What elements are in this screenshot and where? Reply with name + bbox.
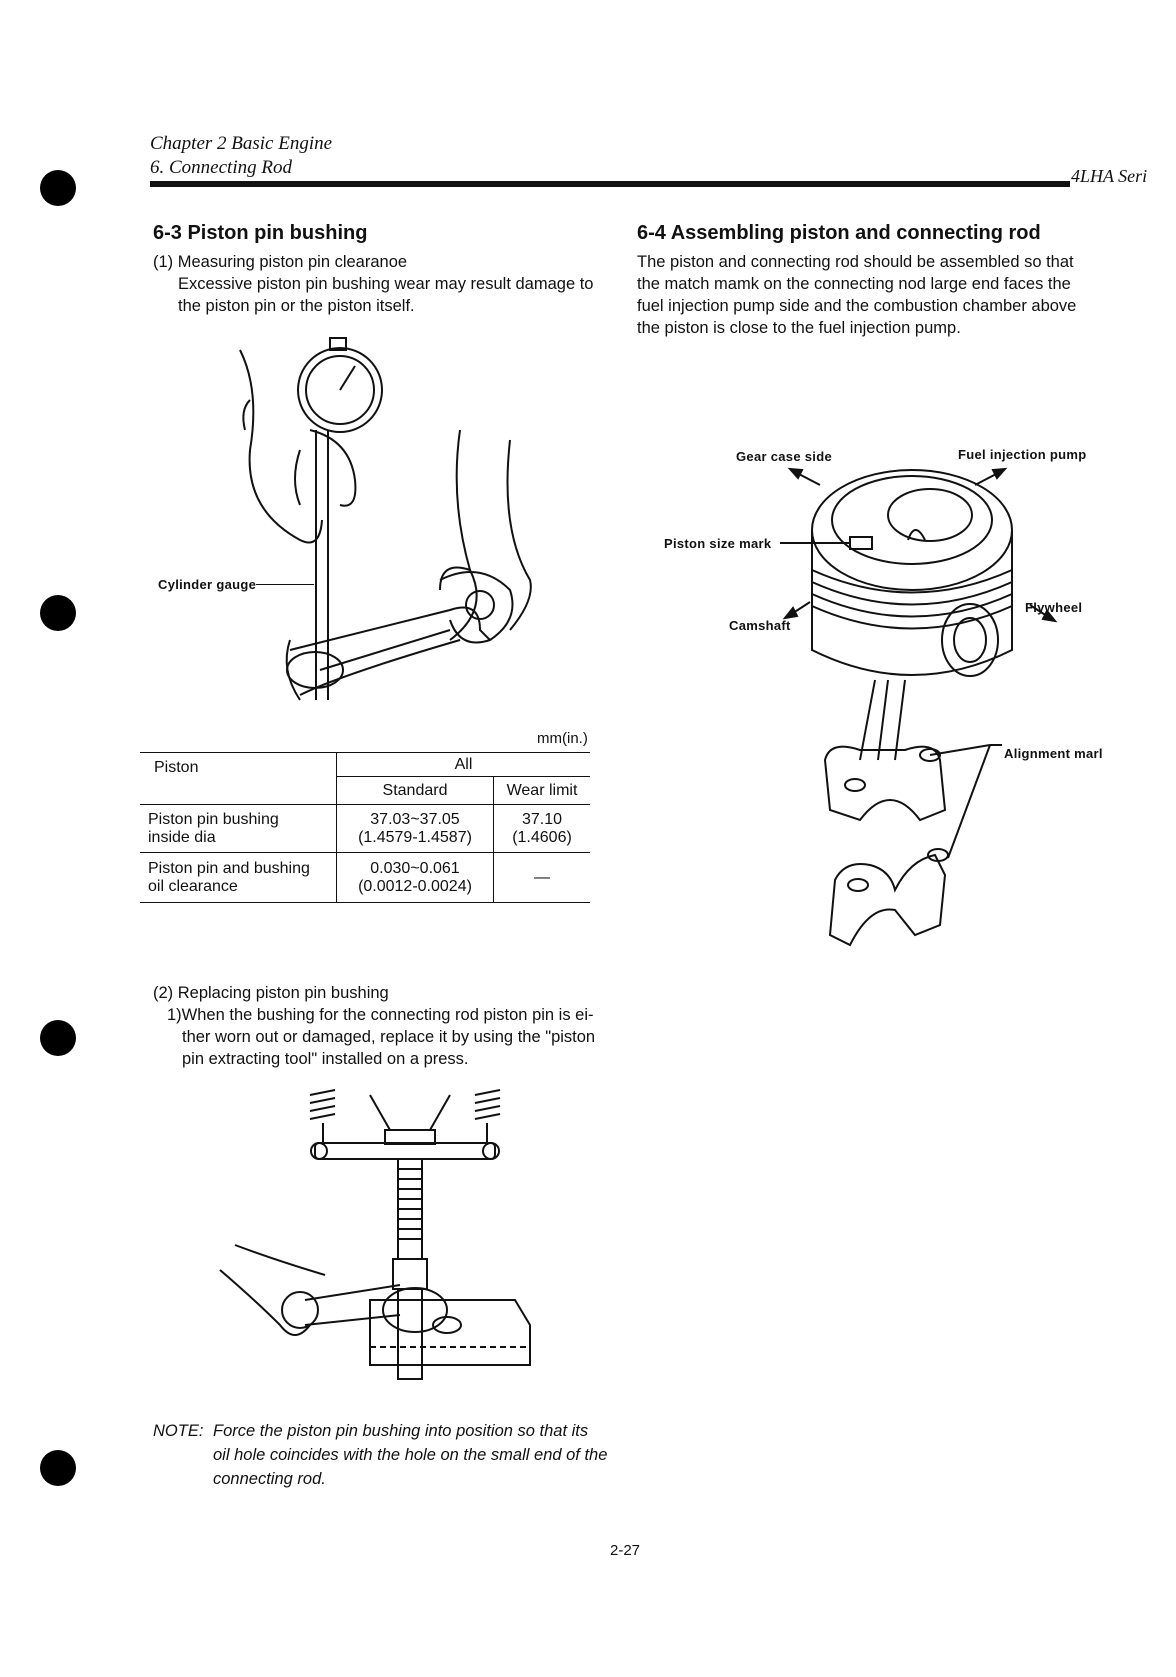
label-alignment-mark: Alignment marl — [1004, 746, 1103, 761]
section-text: fuel injection pump side and the combust… — [637, 297, 1077, 315]
note-text: Force the piston pin bushing into positi… — [213, 1422, 589, 1440]
section-text: the piston is close to the fuel injectio… — [637, 319, 961, 337]
binder-hole — [40, 595, 76, 631]
table-row: Piston pin and bushing oil clearance 0.0… — [140, 852, 590, 903]
table-header-all: All — [336, 752, 590, 777]
table-header-wear-limit: Wear limit — [493, 776, 590, 805]
label-piston-size-mark: Piston size mark — [664, 536, 772, 551]
binder-hole — [40, 1450, 76, 1486]
item-1-heading: (1) Measuring piston pin clearanoe — [153, 253, 408, 271]
header-rule — [150, 181, 1070, 187]
section-heading-6-4: 6-4 Assembling piston and connecting rod — [637, 222, 1041, 244]
spring-left — [309, 1089, 336, 1145]
wear-limit-value: 37.10 — [521, 810, 563, 828]
figure-label-cylinder-gauge: Cylinder gauge — [158, 577, 257, 592]
wear-limit-value: — — [534, 868, 550, 886]
row-name: oil clearance — [148, 877, 238, 895]
section-text: the match mamk on the connecting nod lar… — [637, 275, 1071, 293]
chapter-title: Chapter 2 Basic Engine — [150, 133, 333, 154]
page-number: 2-27 — [610, 1542, 641, 1559]
standard-value: 37.03~37.05 — [370, 810, 460, 828]
standard-value: (1.4579-1.4587) — [358, 828, 472, 846]
series-label: 4LHA Seri — [1071, 166, 1148, 186]
item-2-heading: (2) Replacing piston pin bushing — [153, 984, 389, 1002]
item-2-text: 1)When the bushing for the connecting ro… — [167, 1006, 594, 1024]
row-name: Piston pin bushing — [148, 810, 279, 828]
label-fuel-injection-pump: Fuel injection pump — [958, 447, 1087, 462]
piston-rod-figure — [780, 467, 1058, 947]
standard-value: (0.0012-0.0024) — [358, 877, 472, 895]
label-camshaft: Camshaft — [729, 618, 791, 633]
spring-right — [474, 1089, 501, 1145]
item-1-text: Excessive piston pin bushing wear may re… — [178, 275, 594, 293]
section-title: 6. Connecting Rod — [150, 157, 292, 178]
table-header-standard: Standard — [336, 776, 494, 805]
table-unit: mm(in.) — [537, 730, 588, 747]
item-1-text: the piston pin or the piston itself. — [178, 297, 415, 315]
item-2-text: pin extracting tool" installed on a pres… — [182, 1050, 469, 1068]
leader-line — [256, 584, 314, 585]
row-name: Piston pin and bushing — [148, 859, 310, 877]
item-2-text: ther worn out or damaged, replace it by … — [182, 1028, 596, 1046]
standard-value: 0.030~0.061 — [370, 859, 460, 877]
label-flywheel: Flywheel — [1025, 600, 1083, 615]
table-row: Piston pin bushing inside dia 37.03~37.0… — [140, 804, 590, 853]
spec-table: Piston All Standard Wear limit Piston pi… — [140, 752, 590, 903]
note-label: NOTE: — [153, 1422, 204, 1440]
section-heading-6-3: 6-3 Piston pin bushing — [153, 222, 368, 244]
section-text: The piston and connecting rod should be … — [637, 253, 1074, 271]
binder-hole — [40, 1020, 76, 1056]
label-gear-case-side: Gear case side — [736, 449, 832, 464]
binder-hole — [40, 170, 76, 206]
press-tool-figure — [219, 1089, 531, 1380]
note-text: connecting rod. — [213, 1470, 326, 1488]
cylinder-gauge-figure — [239, 337, 532, 701]
note-text: oil hole coincides with the hole on the … — [213, 1446, 608, 1464]
table-header-piston: Piston — [154, 758, 199, 776]
wear-limit-value: (1.4606) — [512, 828, 572, 846]
row-name: inside dia — [148, 828, 216, 846]
